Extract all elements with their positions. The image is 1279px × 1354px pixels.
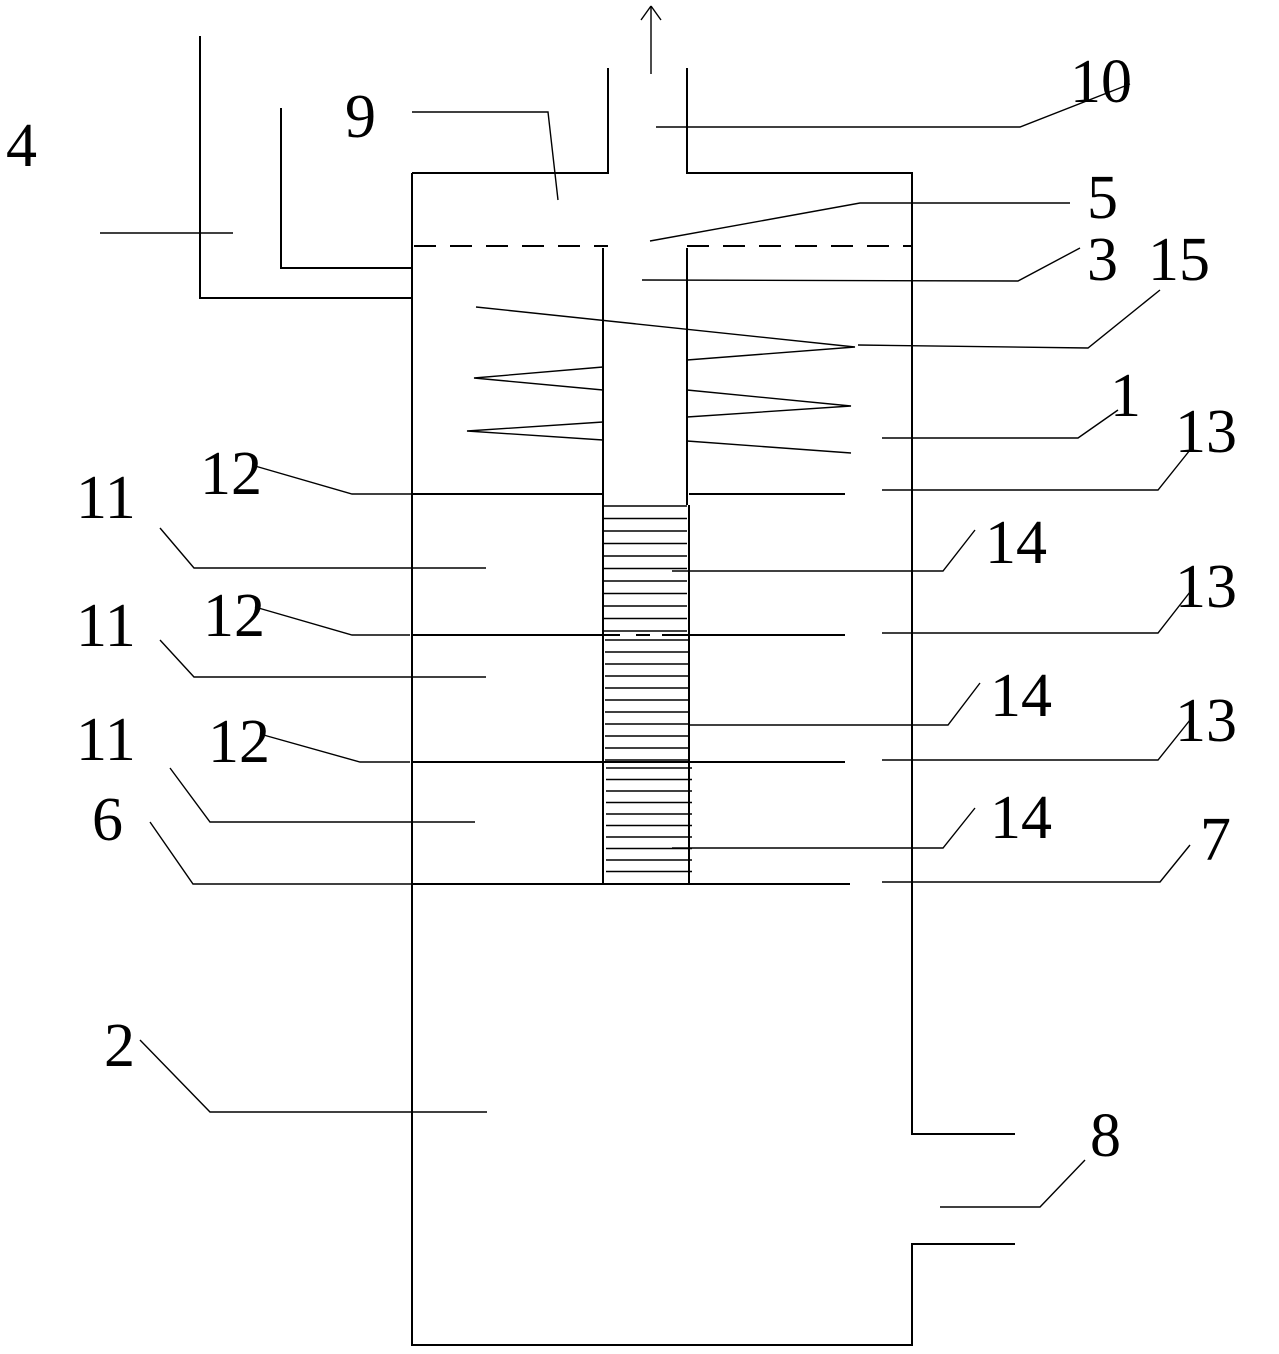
label-15: 15 bbox=[1148, 226, 1210, 294]
label-11b: 11 bbox=[76, 592, 136, 660]
leader-3 bbox=[641, 247, 1081, 282]
packing-hatching bbox=[603, 505, 692, 873]
vessel-lower-wall bbox=[411, 173, 1015, 1346]
label-6: 6 bbox=[92, 786, 123, 854]
label-11a: 11 bbox=[76, 464, 136, 532]
leader-14a bbox=[672, 529, 976, 572]
leader-11a bbox=[159, 527, 486, 569]
label-12b: 12 bbox=[203, 582, 265, 650]
leader-11b bbox=[159, 639, 486, 678]
leader-15 bbox=[857, 289, 1161, 349]
leader-2 bbox=[139, 1039, 487, 1113]
label-13b: 13 bbox=[1175, 553, 1237, 621]
inlet-pipe-inner bbox=[280, 108, 412, 269]
leader-13b bbox=[882, 591, 1191, 634]
label-5: 5 bbox=[1087, 164, 1118, 232]
label-14a: 14 bbox=[985, 509, 1047, 577]
outlet-left-wall bbox=[412, 68, 609, 174]
label-14b: 14 bbox=[990, 662, 1052, 730]
label-13c: 13 bbox=[1175, 687, 1237, 755]
label-13a: 13 bbox=[1175, 398, 1237, 466]
center-pipe bbox=[602, 248, 690, 883]
label-7: 7 bbox=[1200, 806, 1231, 874]
label-1: 1 bbox=[1110, 362, 1141, 430]
reference-numerals: 9 10 4 5 3 15 1 12 13 11 14 12 13 11 14 … bbox=[6, 48, 1237, 1170]
inlet-pipe-outer bbox=[199, 36, 412, 299]
label-14c: 14 bbox=[990, 784, 1052, 852]
label-12a: 12 bbox=[200, 440, 262, 508]
leader-12a bbox=[254, 465, 515, 495]
leader-7 bbox=[882, 844, 1191, 883]
leader-10 bbox=[656, 83, 1131, 128]
leader-9 bbox=[412, 111, 559, 201]
tray-plates bbox=[412, 493, 850, 885]
outlet-right-wall bbox=[686, 68, 1015, 1135]
leader-5 bbox=[649, 202, 1070, 242]
leader-13a bbox=[882, 449, 1191, 491]
label-3: 3 bbox=[1087, 226, 1118, 294]
inlet-pipes bbox=[199, 36, 412, 299]
leader-12c bbox=[259, 733, 410, 763]
spiral-vanes bbox=[466, 306, 856, 454]
leader-lines bbox=[100, 83, 1191, 1208]
label-9: 9 bbox=[345, 83, 376, 151]
vessel bbox=[411, 68, 1015, 1346]
leader-13c bbox=[882, 719, 1191, 761]
leader-1 bbox=[882, 409, 1119, 439]
leader-14c bbox=[672, 807, 976, 849]
leader-8 bbox=[940, 1159, 1086, 1208]
leader-6 bbox=[149, 821, 412, 885]
leader-11c bbox=[169, 767, 475, 823]
outlet-arrow-icon bbox=[640, 5, 662, 74]
label-4: 4 bbox=[6, 112, 37, 180]
leader-14b bbox=[688, 682, 981, 726]
label-8: 8 bbox=[1090, 1102, 1121, 1170]
label-12c: 12 bbox=[208, 708, 270, 776]
leader-12b bbox=[254, 606, 410, 636]
label-10: 10 bbox=[1070, 48, 1132, 116]
label-11c: 11 bbox=[76, 706, 136, 774]
label-2: 2 bbox=[104, 1012, 135, 1080]
